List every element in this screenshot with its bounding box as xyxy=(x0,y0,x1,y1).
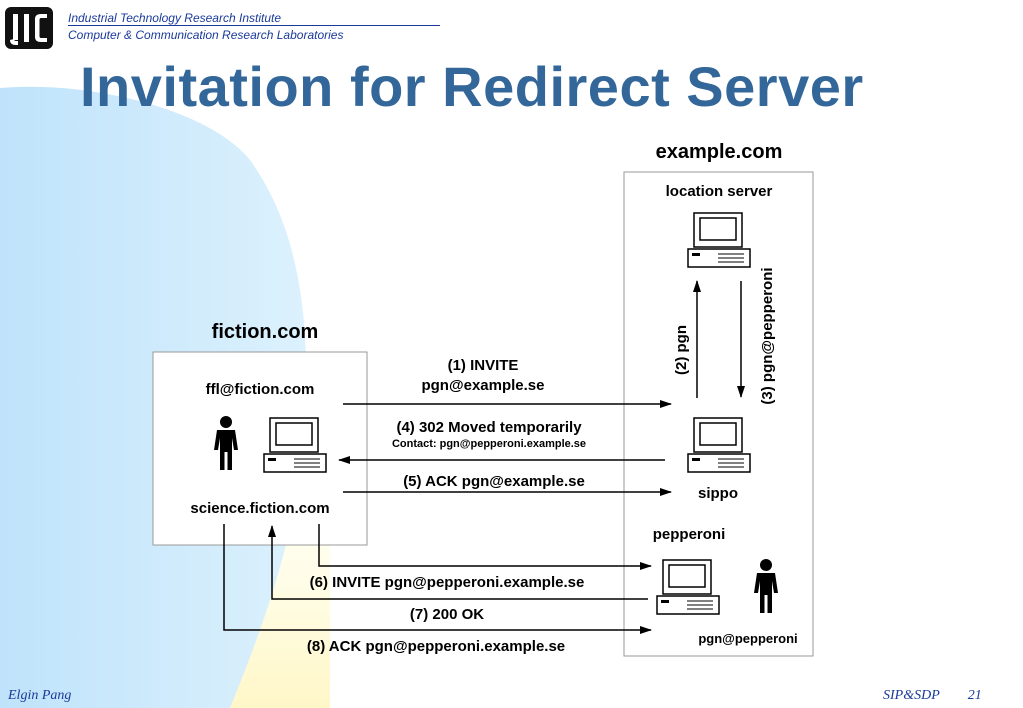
redirect-server-computer-icon xyxy=(687,417,751,473)
message-1-line2: pgn@example.se xyxy=(421,377,544,394)
caller-host-label: science.fiction.com xyxy=(190,500,329,517)
callee-host-label: pepperoni xyxy=(653,526,726,543)
footer-topic: SIP&SDP xyxy=(883,688,940,703)
message-2-label: (2) pgn xyxy=(673,325,690,375)
message-4-line2: Contact: pgn@pepperoni.example.se xyxy=(392,438,586,450)
location-server-computer-icon xyxy=(687,212,751,268)
footer-author: Elgin Pang xyxy=(8,688,72,703)
callee-user-label: pgn@pepperoni xyxy=(698,631,797,646)
page-title: Invitation for Redirect Server xyxy=(80,55,864,118)
arrow-icon xyxy=(223,524,652,634)
message-1-line1: (1) INVITE xyxy=(448,357,519,374)
logo-icon xyxy=(5,7,53,49)
arrow-icon xyxy=(318,524,652,570)
message-6-label: (6) INVITE pgn@pepperoni.example.se xyxy=(310,574,585,591)
page-number: 21 xyxy=(967,688,982,703)
caller-computer-icon xyxy=(263,417,327,473)
arrow-icon xyxy=(268,525,648,600)
footer-right: SIP&SDP 21 xyxy=(883,688,1010,704)
fiction-domain-label: fiction.com xyxy=(212,321,319,343)
example-domain-label: example.com xyxy=(656,141,783,163)
message-7-label: (7) 200 OK xyxy=(410,606,484,623)
callee-computer-icon xyxy=(656,559,720,615)
header-underline xyxy=(68,25,440,26)
lab-name: Computer & Communication Research Labora… xyxy=(68,28,344,42)
caller-user-label: ffl@fiction.com xyxy=(206,381,315,398)
redirect-server-label: sippo xyxy=(698,485,738,502)
message-8-label: (8) ACK pgn@pepperoni.example.se xyxy=(307,638,565,655)
message-3-label: (3) pgn@pepperoni xyxy=(759,267,776,404)
location-server-label: location server xyxy=(666,183,773,200)
fiction-domain-box xyxy=(152,351,368,546)
message-4-line1: (4) 302 Moved temporarily xyxy=(396,419,582,436)
institute-name: Industrial Technology Research Institute xyxy=(68,11,282,25)
message-5-label: (5) ACK pgn@example.se xyxy=(403,473,585,490)
